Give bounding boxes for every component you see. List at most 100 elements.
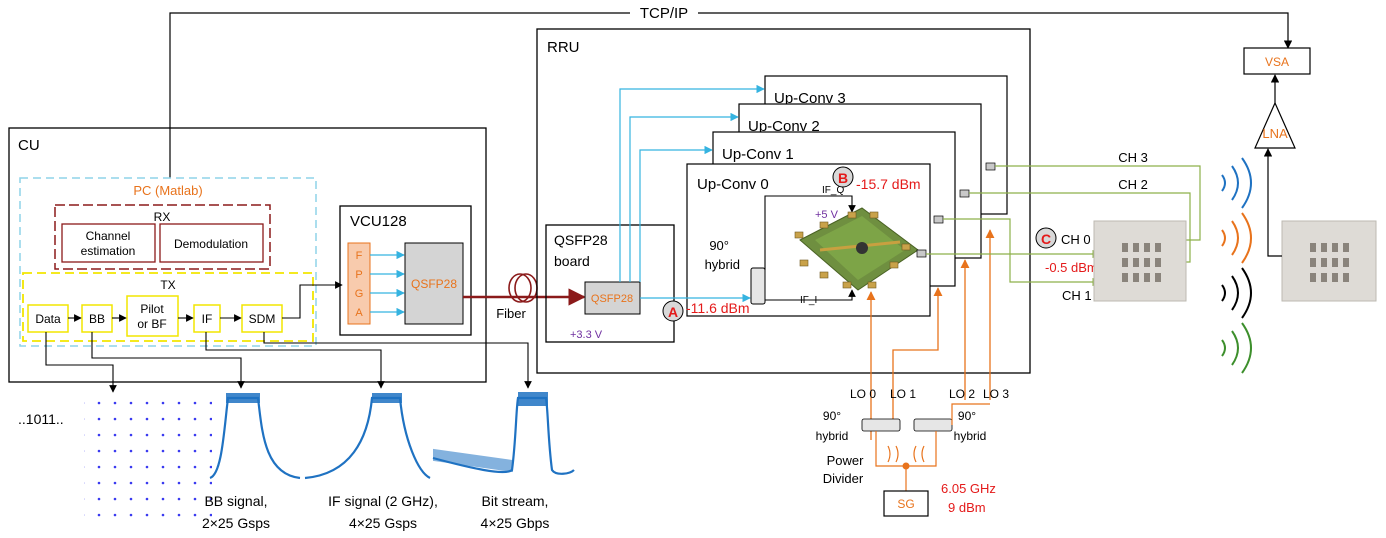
upconv-2-label: Up-Conv 2 <box>748 118 820 135</box>
sg-label: SG <box>897 497 914 511</box>
beam-ch0-icon <box>1221 267 1252 319</box>
ch0-label: CH 0 <box>1061 232 1091 247</box>
constellation-plot <box>84 392 212 520</box>
lo-hybrid-right-icon <box>913 418 953 432</box>
radiated-beam-icons <box>1221 157 1252 374</box>
lo-hybrid-left-label-2: hybrid <box>816 429 849 443</box>
power-divider-node-icon <box>902 462 910 470</box>
tx-label: TX <box>160 278 175 292</box>
cu-title: CU <box>18 137 40 154</box>
data-label: Data <box>35 312 61 326</box>
tcp-ip-label: TCP/IP <box>640 5 688 22</box>
tx-antenna-array-image <box>1093 220 1187 302</box>
rru-qsfp28-label: QSFP28 <box>591 293 633 305</box>
if-caption-2: 4×25 Gsps <box>349 515 417 531</box>
demodulation-label: Demodulation <box>174 237 248 251</box>
pcb-supply-label: +5 V <box>815 209 839 221</box>
sdm-label: SDM <box>249 312 276 326</box>
cu-block: CU PC (Matlab) RX Channel estimation Dem… <box>8 127 487 383</box>
tx-box <box>22 272 314 342</box>
marker-a <box>662 300 684 322</box>
lo-1-label: LO 1 <box>890 387 916 401</box>
lo-hybrid-right-label-2: hybrid <box>954 429 987 443</box>
lna-triangle-icon <box>1254 101 1296 149</box>
rx-label: RX <box>154 210 171 224</box>
qsfp28-board-label-2: board <box>554 253 590 269</box>
rx-box <box>54 204 271 270</box>
channel-estimation-label-2: estimation <box>81 244 136 258</box>
fpga-letter-f: F <box>356 250 363 262</box>
bb-caption-2: 2×25 Gsps <box>202 515 270 531</box>
qsfp-supply-label: +3.3 V <box>570 329 603 341</box>
lo-3-label: LO 3 <box>983 387 1009 401</box>
upconv-1-label: Up-Conv 1 <box>722 146 794 163</box>
pilot-label-2: or BF <box>137 317 166 331</box>
vsa-block <box>1243 47 1311 75</box>
marker-b <box>832 166 854 188</box>
fiber-label: Fiber <box>496 306 526 321</box>
if-q-label: IF_Q <box>822 185 844 196</box>
if-i-label: IF_I <box>800 295 817 306</box>
beam-ch1-icon <box>1221 322 1252 374</box>
ch2-label: CH 2 <box>1118 177 1148 192</box>
beam-ch3-icon <box>1221 157 1252 209</box>
lo-0-label: LO 0 <box>850 387 876 401</box>
rx-antenna-array-image <box>1281 220 1377 302</box>
beam-ch2-icon <box>1221 212 1252 264</box>
marker-b-label: B <box>838 170 848 186</box>
bb-spectrum-trace <box>209 396 301 480</box>
lo-2-label: LO 2 <box>949 387 975 401</box>
pilot-label-1: Pilot <box>140 302 164 316</box>
fpga-block <box>347 242 371 325</box>
if-caption-1: IF signal (2 GHz), <box>328 493 438 509</box>
pc-label: PC (Matlab) <box>133 183 202 198</box>
sg-block <box>883 490 929 517</box>
channel-estimation-block <box>61 223 156 263</box>
power-divider-lines <box>875 403 990 491</box>
if-label: IF <box>202 312 213 326</box>
fpga-letter-a: A <box>355 307 363 319</box>
pilot-bf-block <box>126 295 179 337</box>
power-divider-label-2: Divider <box>823 471 864 486</box>
power-divider-label-1: Power <box>827 453 865 468</box>
bb-label: BB <box>89 312 105 326</box>
vcu-qsfp28-label: QSFP28 <box>411 277 457 291</box>
rru-title: RRU <box>547 39 580 56</box>
upconverter-pcb-image <box>794 207 919 291</box>
rru-hybrid-label-1: 90° <box>709 238 729 253</box>
lo-lines <box>866 229 995 440</box>
rru-hybrid-label-2: hybrid <box>705 257 740 272</box>
if-spectrum-trace <box>304 396 431 480</box>
vsa-label: VSA <box>1265 55 1289 69</box>
lo-hybrid-left-icon <box>861 418 901 432</box>
rru-qsfp28-block <box>584 281 641 315</box>
upconv-3-label: Up-Conv 3 <box>774 90 846 107</box>
pc-dashed-box <box>19 177 317 347</box>
lo-hybrid-right-label-1: 90° <box>958 409 976 423</box>
qsfp-lane-arrows <box>619 84 765 303</box>
bitstream-caption-1: Bit stream, <box>482 493 549 509</box>
rru-block: RRU QSFP28 board QSFP28 +3.3 V Up-Conv 3… <box>536 28 1031 374</box>
channel-estimation-label-1: Channel <box>86 229 131 243</box>
marker-a-label: A <box>668 304 678 320</box>
qsfp28-board-label-1: QSFP28 <box>554 232 608 248</box>
marker-c <box>1035 227 1057 249</box>
receive-chain: VSA LNA <box>1243 47 1311 257</box>
vcu128-block: VCU128 F P G A QSFP28 <box>339 205 472 336</box>
marker-c-label: C <box>1041 231 1051 247</box>
tx-chain-arrows <box>68 281 343 322</box>
power-a-label: -11.6 dBm <box>686 300 750 316</box>
ch1-label: CH 1 <box>1062 288 1092 303</box>
bitstream-spectrum-trace <box>432 396 575 475</box>
demodulation-block <box>159 223 264 263</box>
lna-label: LNA <box>1262 126 1288 141</box>
tcp-ip-link: TCP/IP <box>169 5 1293 178</box>
sg-frequency-label: 6.05 GHz <box>941 481 996 496</box>
lo-hybrid-left-label-1: 90° <box>823 409 841 423</box>
bb-caption-1: BB signal, <box>204 493 267 509</box>
ch3-label: CH 3 <box>1118 150 1148 165</box>
qsfp28-board <box>545 224 675 343</box>
lo-distribution: LO 0 LO 1 LO 2 LO 3 90° hybrid 90° hybri… <box>816 229 1009 517</box>
vcu-qsfp28-block <box>404 242 464 325</box>
upconv-0-label: Up-Conv 0 <box>697 176 769 193</box>
